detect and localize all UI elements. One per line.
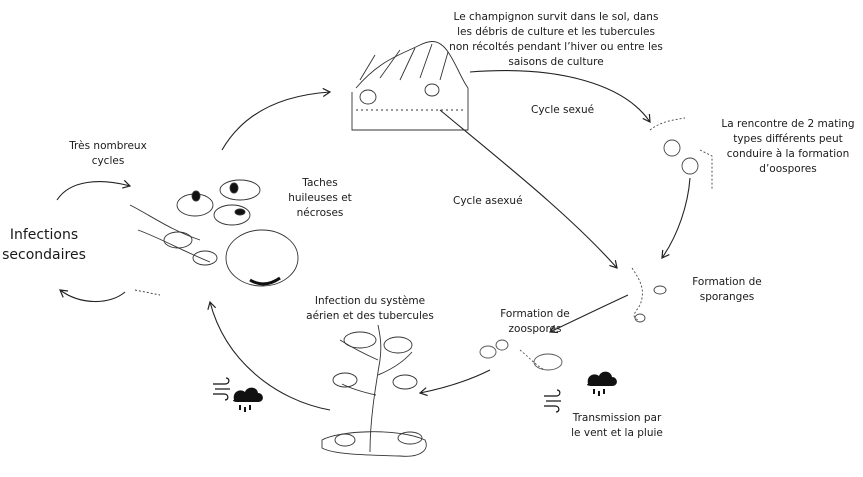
label-line: cycles: [91, 155, 125, 167]
sporangia-label: Formation de sporanges: [682, 275, 772, 305]
label-line: Le champignon survit dans le sol, dans: [453, 11, 659, 23]
label-line: Très nombreux: [69, 140, 147, 152]
sporangia-illustration: [631, 267, 667, 323]
survival-label: Le champignon survit dans le sol, dans l…: [446, 10, 666, 70]
label-line: conduire à la formation: [726, 148, 850, 160]
rain-cloud-icon: [233, 387, 263, 412]
transmission-label: Transmission par le vent et la pluie: [562, 411, 672, 441]
oospores-label: La rencontre de 2 mating types différent…: [718, 117, 858, 177]
label-line: huileuses et: [288, 192, 352, 204]
arrow-asexual-cycle: [439, 109, 618, 269]
arrow-sporangia-to-zoospores: [548, 294, 629, 334]
label-line: Infections: [9, 227, 79, 243]
label-line: le vent et la pluie: [571, 427, 663, 439]
leaf-and-tuber-illustration: [129, 179, 299, 296]
label-line: secondaires: [2, 247, 86, 263]
label-line: d’oospores: [759, 163, 817, 175]
infection-label: Infection du système aérien et des tuber…: [300, 294, 440, 324]
spots-label: Taches huileuses et nécroses: [280, 176, 360, 221]
rain-cloud-icon: [587, 371, 617, 396]
oospore-illustration: [649, 117, 713, 190]
arrow-plant-to-soil: [221, 87, 332, 151]
label-line: La rencontre de 2 mating: [721, 118, 855, 130]
label-line: les débris de culture et les tubercules: [457, 26, 655, 38]
label-line: nécroses: [296, 207, 344, 219]
arrow-plant-to-leaf: [207, 300, 331, 411]
label-line: Taches: [302, 177, 338, 189]
potato-plant-illustration: [321, 324, 427, 457]
label-line: Formation de: [692, 276, 762, 288]
label-line: types différents peut: [733, 133, 843, 145]
arrow-sexual-cycle: [469, 70, 651, 124]
label-line: non récoltés pendant l’hiver ou entre le…: [449, 41, 663, 53]
label-line: Formation de: [500, 308, 570, 320]
arrow-secondary-to-leaf: [56, 179, 132, 201]
sexual-cycle-label: Cycle sexué: [531, 104, 595, 116]
arrow-oospores-to-sporangia: [661, 177, 691, 259]
label-line: saisons de culture: [508, 56, 604, 68]
label-line: sporanges: [699, 291, 755, 303]
soil-debris-illustration: [351, 41, 469, 131]
label-line: Infection du système: [314, 295, 426, 307]
label-line: Transmission par: [572, 412, 662, 424]
many-cycles-label: Très nombreux cycles: [58, 139, 158, 169]
wind-icon: [213, 377, 230, 401]
label-line: aérien et des tubercules: [306, 310, 434, 322]
wind-icon: [544, 389, 561, 413]
secondary-infections-label: Infections secondaires: [0, 225, 88, 265]
label-line: zoospores: [508, 323, 562, 335]
zoospores-illustration: [479, 339, 563, 371]
zoospores-label: Formation de zoospores: [492, 307, 578, 337]
asexual-cycle-label: Cycle asexué: [453, 195, 523, 207]
arrow-zoospores-to-plant: [418, 369, 491, 397]
arrow-leaf-to-secondary: [59, 289, 126, 303]
